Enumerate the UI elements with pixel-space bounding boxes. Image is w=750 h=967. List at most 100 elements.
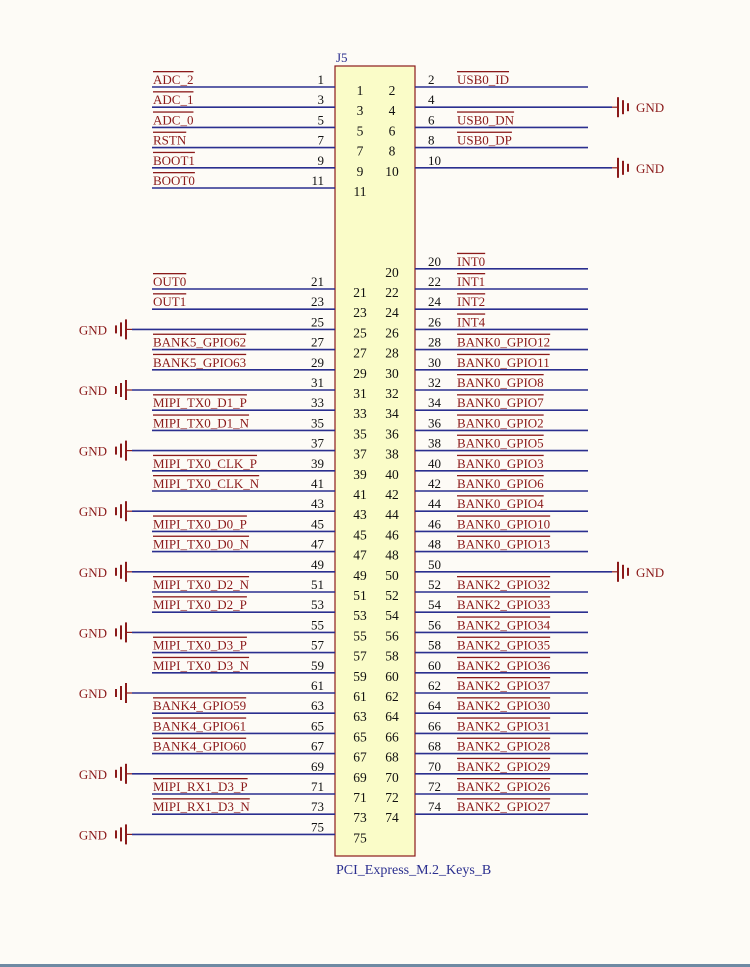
- pin-number: 54: [428, 597, 442, 612]
- inner-pin-number: 9: [357, 164, 364, 179]
- inner-pin-number: 56: [385, 628, 399, 643]
- net-label: BANK5_GPIO62: [153, 335, 246, 350]
- pin-number: 45: [311, 516, 324, 531]
- inner-pin-number: 20: [385, 265, 399, 280]
- inner-pin-number: 45: [353, 527, 367, 542]
- net-label: BANK5_GPIO63: [153, 355, 246, 370]
- net-label: BANK2_GPIO35: [457, 638, 550, 653]
- inner-pin-number: 25: [353, 325, 367, 340]
- pin-number: 3: [318, 92, 325, 107]
- inner-pin-number: 70: [385, 770, 399, 785]
- net-label: MIPI_TX0_CLK_P: [153, 456, 257, 471]
- net-label: MIPI_TX0_D2_N: [153, 577, 250, 592]
- net-label: BANK0_GPIO7: [457, 395, 544, 410]
- inner-pin-number: 53: [353, 608, 367, 623]
- pin-6: 6 USB0_DN: [415, 112, 588, 129]
- gnd-label: GND: [79, 504, 107, 519]
- net-label: BANK0_GPIO13: [457, 537, 550, 552]
- pin-number: 33: [311, 395, 324, 410]
- pin-number: 53: [311, 597, 324, 612]
- pin-number: 36: [428, 415, 442, 430]
- inner-pin-number: 61: [353, 689, 367, 704]
- inner-pin-number: 1: [357, 83, 364, 98]
- inner-pin-number: 57: [353, 649, 367, 664]
- pin-number: 27: [311, 335, 325, 350]
- pin-number: 11: [311, 173, 324, 188]
- net-label: BANK2_GPIO28: [457, 739, 550, 754]
- inner-pin-number: 5: [357, 123, 364, 138]
- gnd-label: GND: [79, 625, 107, 640]
- inner-pin-number: 51: [353, 588, 367, 603]
- inner-pin-number: 74: [385, 810, 399, 825]
- pin-number: 26: [428, 314, 442, 329]
- inner-pin-number: 7: [357, 144, 364, 159]
- net-label: BANK2_GPIO37: [457, 678, 551, 693]
- pin-number: 64: [428, 698, 442, 713]
- gnd-label: GND: [79, 444, 107, 459]
- net-label: INT0: [457, 254, 485, 269]
- pin-number: 6: [428, 112, 435, 127]
- gnd-label: GND: [636, 100, 664, 115]
- pin-number: 30: [428, 355, 441, 370]
- pin-number: 24: [428, 294, 442, 309]
- pin-54: 54 BANK2_GPIO33: [415, 597, 588, 614]
- inner-pin-number: 47: [353, 548, 367, 563]
- pin-number: 61: [311, 678, 324, 693]
- inner-pin-number: 49: [353, 568, 367, 583]
- inner-pin-number: 52: [385, 588, 399, 603]
- net-label: USB0_DN: [457, 112, 515, 127]
- inner-pin-number: 72: [385, 790, 399, 805]
- inner-pin-number: 37: [353, 447, 367, 462]
- pin-number: 35: [311, 415, 324, 430]
- gnd-label: GND: [636, 161, 664, 176]
- pin-number: 49: [311, 557, 324, 572]
- net-label: ADC_1: [153, 92, 193, 107]
- ground-symbol: GND: [612, 157, 664, 178]
- inner-pin-number: 73: [353, 810, 367, 825]
- inner-pin-number: 2: [389, 83, 396, 98]
- inner-pin-number: 59: [353, 669, 367, 684]
- pin-number: 75: [311, 819, 324, 834]
- pin-number: 59: [311, 658, 324, 673]
- inner-pin-number: 38: [385, 447, 399, 462]
- inner-pin-number: 54: [385, 608, 399, 623]
- gnd-label: GND: [79, 565, 107, 580]
- net-label: BANK2_GPIO32: [457, 577, 550, 592]
- net-label: BANK4_GPIO60: [153, 739, 246, 754]
- inner-pin-number: 40: [385, 467, 399, 482]
- pin-number: 50: [428, 557, 441, 572]
- pin-27: 27 BANK5_GPIO62: [152, 335, 335, 351]
- inner-pin-number: 60: [385, 669, 399, 684]
- inner-pin-number: 11: [354, 184, 367, 199]
- pin-number: 62: [428, 678, 441, 693]
- pin-number: 65: [311, 718, 324, 733]
- pin-number: 10: [428, 153, 441, 168]
- net-label: BANK2_GPIO33: [457, 597, 550, 612]
- connector-body: [334, 65, 416, 857]
- net-label: BANK4_GPIO59: [153, 698, 246, 713]
- pin-number: 5: [318, 112, 325, 127]
- pin-number: 20: [428, 254, 441, 269]
- inner-pin-number: 66: [385, 729, 399, 744]
- pin-number: 1: [318, 72, 325, 87]
- net-label: BANK2_GPIO29: [457, 759, 550, 774]
